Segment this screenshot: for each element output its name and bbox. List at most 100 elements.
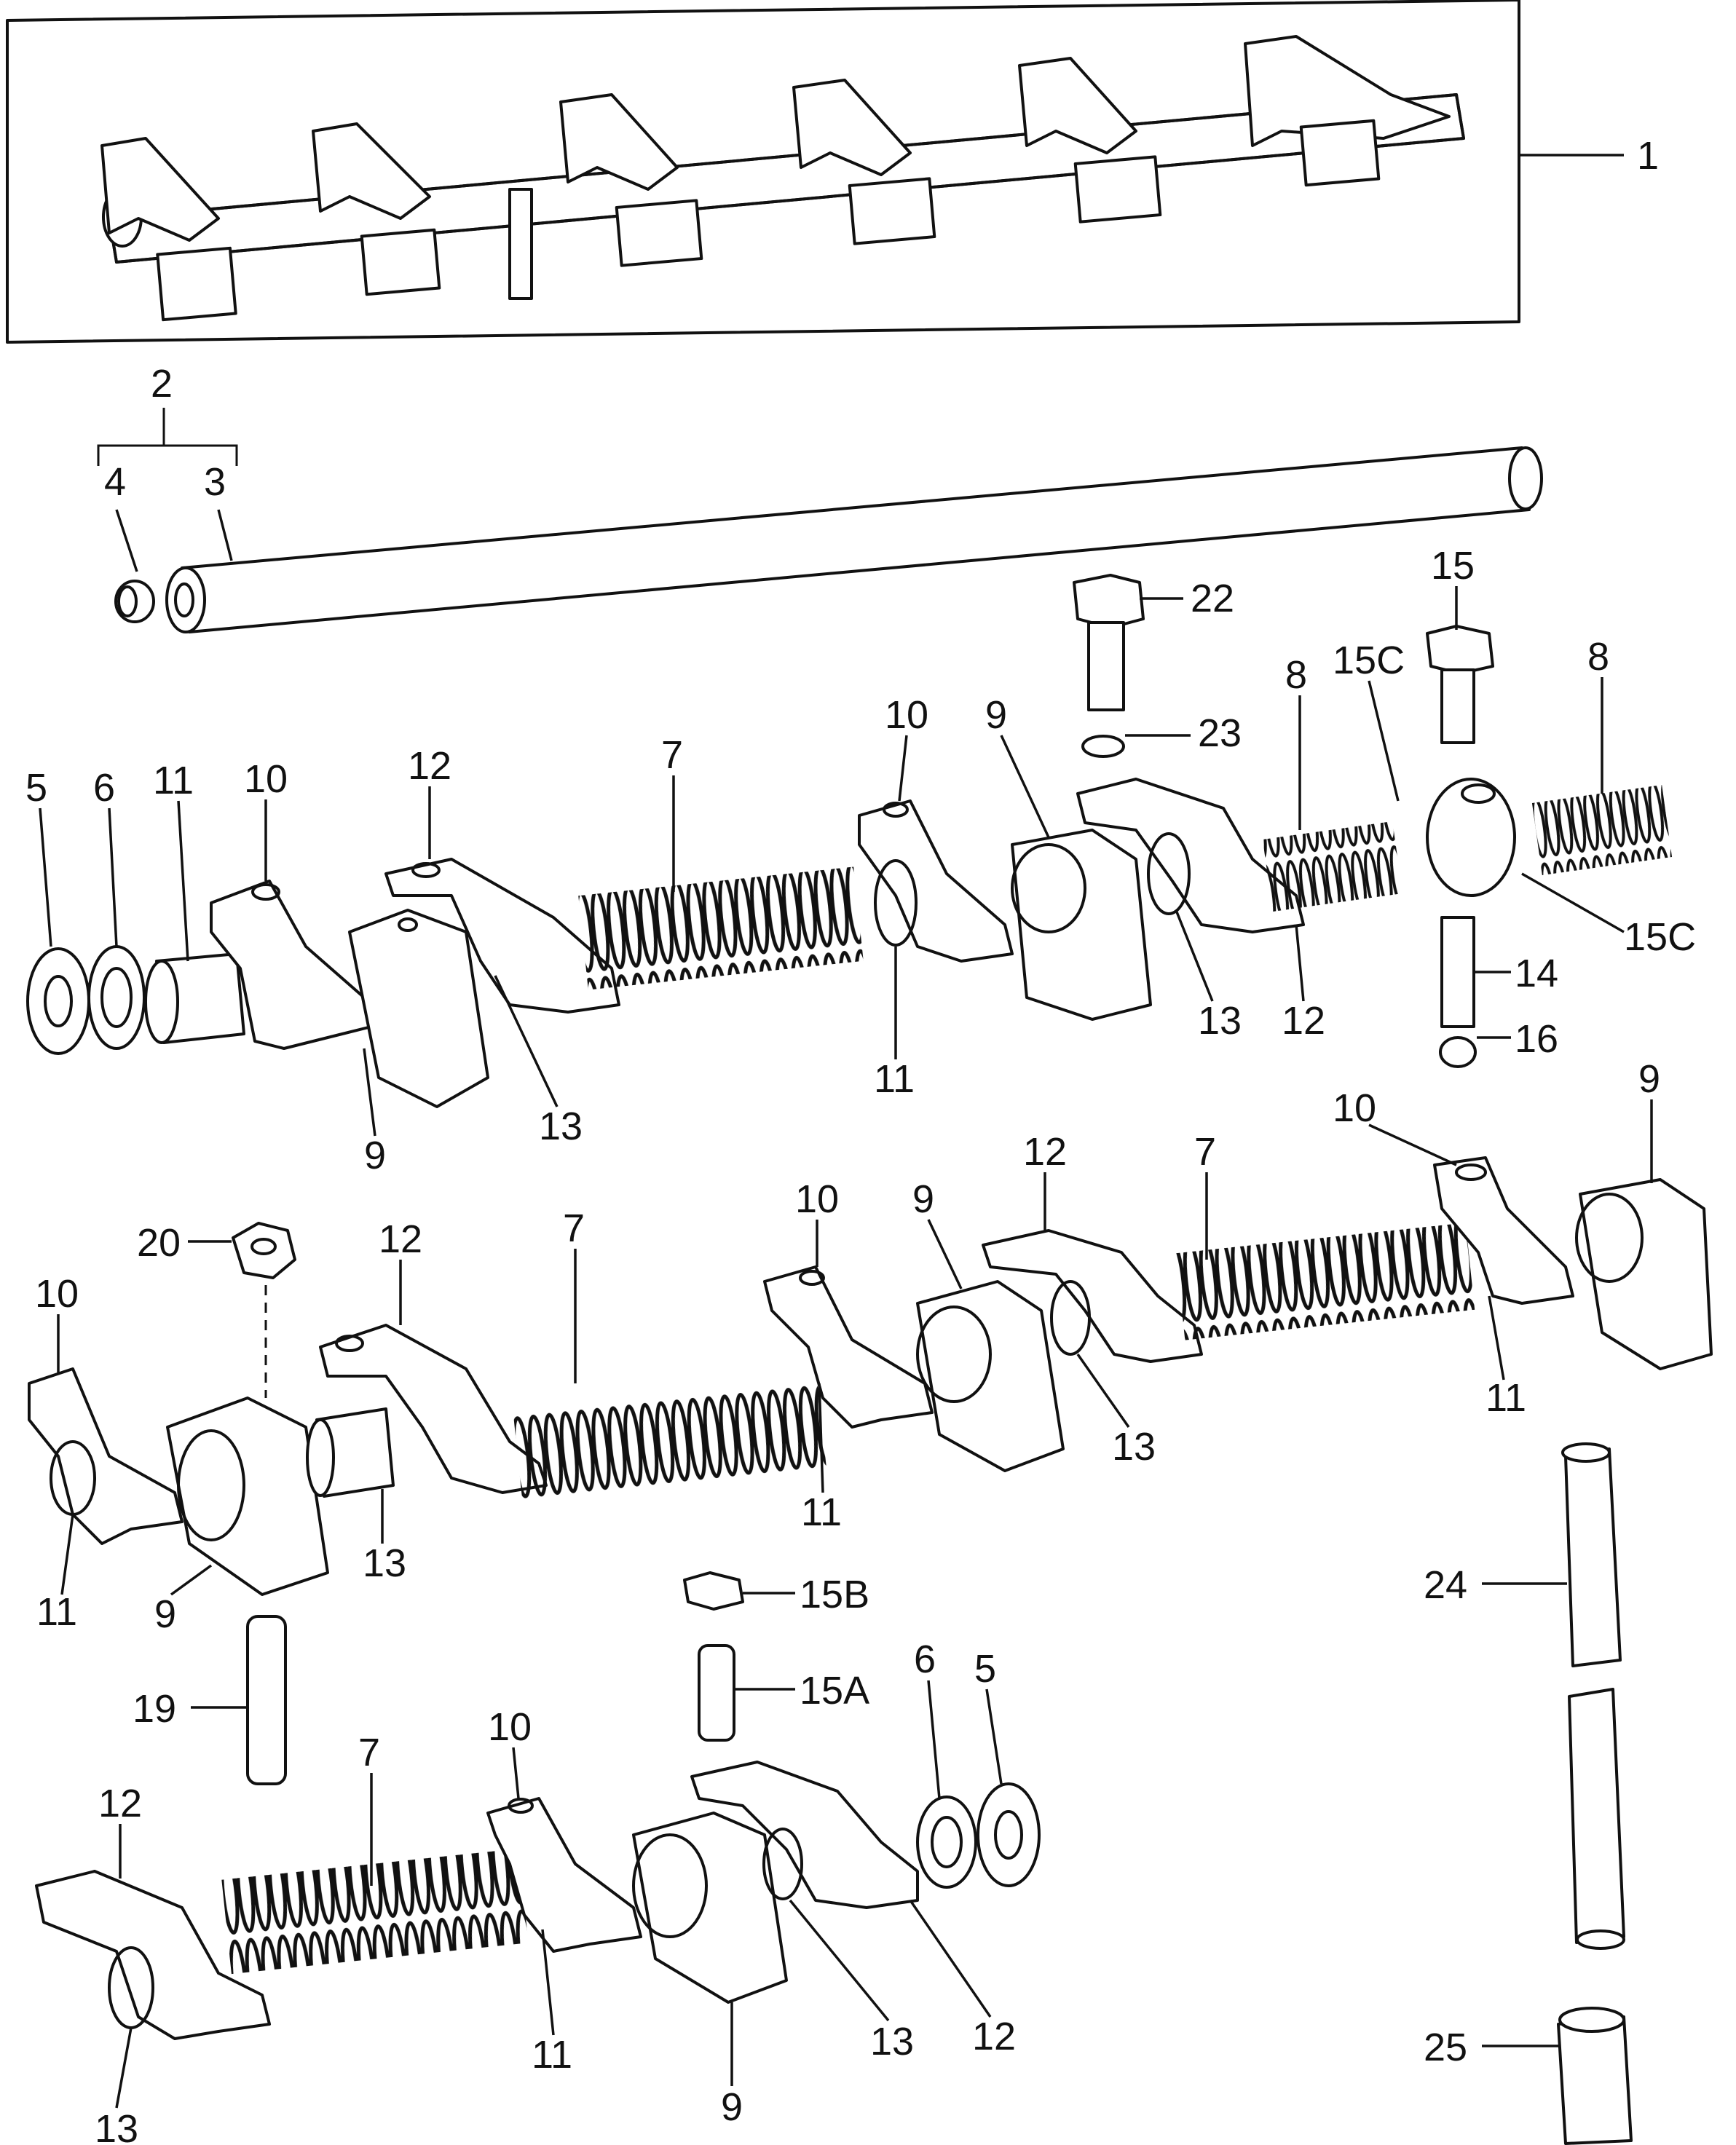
rocker-assembly-box [6, 0, 1520, 344]
nut [232, 1222, 296, 1279]
nut [683, 1571, 744, 1611]
callout-r1-10b: 10 [885, 693, 928, 737]
callout-r1-16: 16 [1515, 1017, 1558, 1061]
shaft-bracket [632, 1812, 788, 2004]
callout-r2-11b: 11 [801, 1490, 842, 1534]
callout-r1-9a: 9 [364, 1134, 386, 1177]
bolt [1426, 625, 1494, 675]
row-2-parts [28, 1156, 1713, 1596]
callout-r1-12b: 12 [1282, 999, 1325, 1043]
bolt [1073, 574, 1145, 629]
callout-r3-13a: 13 [95, 2107, 138, 2145]
callout-r1-15Ca: 15C [1333, 639, 1405, 682]
callout-r1-15Cb: 15C [1624, 915, 1696, 959]
callout-r3-7: 7 [358, 1731, 380, 1774]
shaft-bracket [348, 909, 489, 1108]
shaft-bracket [166, 1397, 329, 1596]
oil-pipe [1440, 916, 1475, 1028]
callout-r1-15: 15 [1431, 544, 1475, 588]
callout-r2-10b: 10 [795, 1177, 839, 1221]
rocker-arm [858, 799, 1014, 963]
callout-r1-11b: 11 [874, 1057, 915, 1101]
assembly-rocker-arm [100, 35, 1451, 322]
end-spring [1531, 784, 1673, 876]
callout-r1-14: 14 [1515, 952, 1558, 995]
end-spring [1262, 821, 1403, 912]
rocker-spring [513, 1382, 827, 1501]
callout-r1-8b: 8 [1587, 635, 1609, 679]
callout-r2-9b: 9 [1638, 1057, 1660, 1101]
rocker-arm [982, 1229, 1203, 1363]
rocker-arm [690, 1761, 919, 1909]
callout-r2-10a: 10 [35, 1272, 79, 1316]
callout-r3-15B: 15B [800, 1573, 869, 1616]
callout-r1-10a: 10 [244, 757, 288, 801]
callout-r2-10c: 10 [1333, 1086, 1376, 1130]
push-rod [1561, 1442, 1625, 1950]
callout-r3-6: 6 [914, 1638, 936, 1681]
rocker-arm [486, 1797, 642, 1953]
callout-r2-13a: 13 [363, 1541, 406, 1585]
callout-r3-13b: 13 [870, 2020, 914, 2063]
callout-r3-24: 24 [1424, 1563, 1467, 1607]
rocker-arm [35, 1870, 271, 2040]
shaft-plug [114, 580, 155, 623]
shaft-bracket [916, 1280, 1065, 1472]
stud [698, 1644, 735, 1742]
rocker-arm [1433, 1156, 1574, 1305]
shaft-bracket [1579, 1178, 1713, 1370]
callout-r1-13a: 13 [539, 1105, 583, 1148]
stud [246, 1615, 287, 1785]
split-pin [976, 1782, 1041, 1887]
shaft-bracket [1011, 829, 1152, 1021]
row-1-parts [26, 574, 1673, 1108]
rocker-spring [221, 1848, 529, 1975]
callout-r3-10: 10 [488, 1705, 532, 1749]
callout-r1-11a: 11 [153, 759, 194, 802]
callout-r3-9: 9 [721, 2085, 743, 2129]
rocker-arm [384, 858, 620, 1014]
callout-r3-25: 25 [1424, 2026, 1467, 2069]
callout-3: 3 [204, 460, 226, 504]
callout-r3-5: 5 [974, 1647, 996, 1691]
callout-r1-9b: 9 [985, 693, 1007, 737]
callout-r2-7b: 7 [1194, 1130, 1216, 1174]
callout-r2-7a: 7 [563, 1206, 585, 1250]
callout-r2-12a: 12 [379, 1217, 422, 1261]
callout-r1-8a: 8 [1285, 653, 1307, 697]
callout-r2-12b: 12 [1023, 1130, 1067, 1174]
rocker-arm [1076, 778, 1305, 933]
cap-nut [1439, 1036, 1477, 1068]
callout-r2-11a: 11 [36, 1590, 77, 1634]
rocker-arm [210, 880, 373, 1050]
callout-r2-13b: 13 [1112, 1425, 1156, 1469]
washer [1081, 735, 1125, 758]
rocker-assembly [100, 35, 1465, 322]
callout-2: 2 [151, 362, 173, 406]
callout-r2-11c: 11 [1486, 1376, 1526, 1420]
callout-r2-20: 20 [137, 1221, 181, 1265]
row-3-parts [35, 1442, 1633, 2145]
callout-r1-22: 22 [1191, 577, 1234, 620]
callout-r3-15A: 15A [800, 1669, 869, 1713]
rocker-shaft [165, 446, 1543, 633]
callout-r2-9a: 9 [912, 1177, 934, 1221]
callout-r1-12a: 12 [408, 744, 451, 788]
rocker-arm [763, 1265, 934, 1429]
callout-r1-6: 6 [93, 766, 115, 810]
rocker-arm [28, 1367, 184, 1545]
rocker-spring [578, 866, 864, 990]
rocker-spring [1175, 1222, 1475, 1340]
callout-r3-11: 11 [532, 2033, 572, 2077]
tappet [1557, 2007, 1633, 2145]
washer [916, 1796, 977, 1889]
callout-r1-23: 23 [1198, 711, 1242, 755]
split-pin [26, 947, 90, 1055]
callout-r3-12a: 12 [98, 1782, 142, 1825]
callout-r1-5: 5 [25, 766, 47, 810]
callout-4: 4 [104, 460, 126, 504]
callout-r3-19: 19 [133, 1687, 176, 1731]
callout-r1-13b: 13 [1198, 999, 1242, 1043]
callout-1: 1 [1637, 134, 1659, 178]
